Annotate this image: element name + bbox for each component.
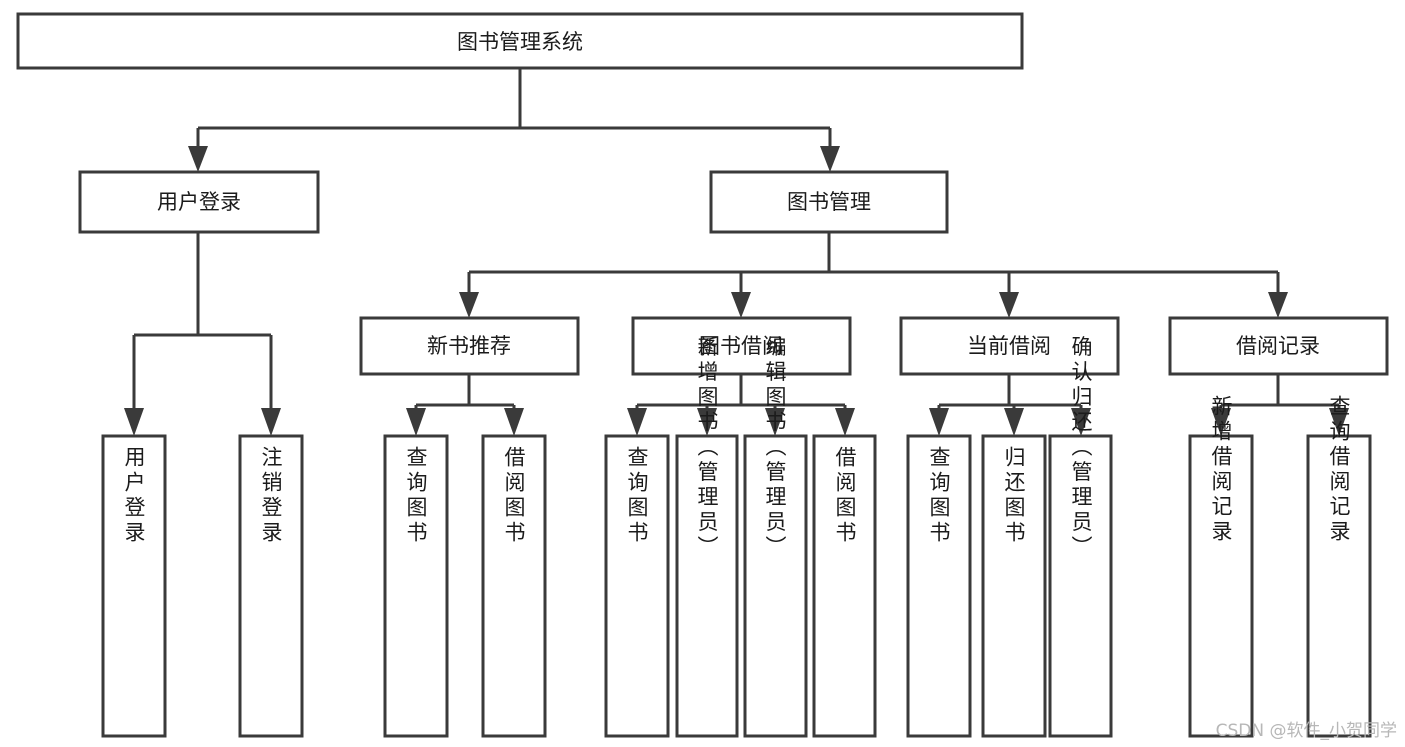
node-leaf-label: 新增图书（管理员） xyxy=(695,336,719,561)
arrowheads-layer xyxy=(124,146,1349,436)
arrow-icon-to-leaf-8 xyxy=(835,408,855,436)
arrow-icon-to-newbook xyxy=(459,292,479,318)
node-leaf-box[interactable] xyxy=(1188,434,1254,738)
node-borrow-record-box[interactable] xyxy=(1168,316,1389,376)
arrow-icon-to-book-manage xyxy=(820,146,840,172)
node-current-borrow-label: 当前借阅 xyxy=(967,334,1051,358)
node-leaf-add-borrow-record[interactable]: 新增借阅记录 xyxy=(1188,395,1254,738)
node-leaf-box[interactable] xyxy=(604,434,670,738)
node-borrow-record[interactable]: 借阅记录 xyxy=(1168,316,1389,376)
node-leaf-return-book[interactable]: 归还图书 xyxy=(981,434,1047,738)
arrow-icon-to-record xyxy=(1268,292,1288,318)
node-leaf-label: 查询图书 xyxy=(404,446,428,546)
node-leaf-label: 归还图书 xyxy=(1002,446,1026,546)
arrow-icon-to-current xyxy=(999,292,1019,318)
node-book-manage-box[interactable] xyxy=(709,170,949,234)
node-leaf-label: 用户登录 xyxy=(122,446,146,546)
node-user-login-label: 用户登录 xyxy=(157,190,241,214)
node-leaf-box[interactable] xyxy=(481,434,547,738)
node-new-book-recommend[interactable]: 新书推荐 xyxy=(359,316,580,376)
node-leaf-box[interactable] xyxy=(743,434,808,738)
node-leaf-box[interactable] xyxy=(383,434,449,738)
node-book-manage-label: 图书管理 xyxy=(787,190,871,214)
node-leaf-label: 查询图书 xyxy=(625,446,649,546)
node-root[interactable]: 图书管理系统 xyxy=(16,12,1024,70)
arrow-icon-to-leaf-13 xyxy=(1329,408,1349,436)
arrow-icon-to-leaf-5 xyxy=(627,408,647,436)
arrow-icon-to-leaf-1 xyxy=(124,408,144,436)
node-new-book-recommend-box[interactable] xyxy=(359,316,580,376)
node-leaf-query-book-newbook[interactable]: 查询图书 xyxy=(383,434,449,738)
node-current-borrow[interactable]: 当前借阅 xyxy=(899,316,1120,376)
node-leaf-box[interactable] xyxy=(1306,434,1372,738)
node-leaf-box[interactable] xyxy=(981,434,1047,738)
watermark: CSDN @软件_小贺同学 xyxy=(1215,721,1397,741)
node-leaf-label: 编辑图书（管理员） xyxy=(763,336,787,561)
node-leaf-label: 确认归还（管理员） xyxy=(1069,336,1093,561)
node-leaf-box[interactable] xyxy=(1048,434,1113,738)
arrow-icon-to-leaf-9 xyxy=(929,408,949,436)
node-leaf-box[interactable] xyxy=(101,434,167,738)
arrow-icon-to-user-login xyxy=(188,146,208,172)
node-leaf-borrow-book[interactable]: 借阅图书 xyxy=(812,434,877,738)
arrow-icon-to-leaf-4 xyxy=(504,408,524,436)
node-leaf-edit-book-admin[interactable]: 编辑图书（管理员） xyxy=(743,336,808,738)
node-current-borrow-box[interactable] xyxy=(899,316,1120,376)
node-leaf-box[interactable] xyxy=(906,434,972,738)
node-book-borrow[interactable]: 图书借阅 xyxy=(631,316,852,376)
arrow-icon-to-leaf-6 xyxy=(697,408,717,436)
node-leaf-query-borrow-record[interactable]: 查询借阅记录 xyxy=(1306,395,1372,738)
node-new-book-recommend-label: 新书推荐 xyxy=(427,334,511,358)
node-leaf-label: 查询图书 xyxy=(927,446,951,546)
arrow-icon-to-leaf-12 xyxy=(1211,408,1231,436)
node-book-manage[interactable]: 图书管理 xyxy=(709,170,949,234)
node-leaf-query-book-borrow[interactable]: 查询图书 xyxy=(604,434,670,738)
node-leaf-box[interactable] xyxy=(675,434,739,738)
node-user-login-box[interactable] xyxy=(78,170,320,234)
arrow-icon-to-leaf-7 xyxy=(765,408,785,436)
arrow-icon-to-borrow xyxy=(731,292,751,318)
node-book-borrow-box[interactable] xyxy=(631,316,852,376)
node-borrow-record-label: 借阅记录 xyxy=(1236,334,1320,358)
node-leaf-add-book-admin[interactable]: 新增图书（管理员） xyxy=(675,336,739,738)
node-user-login[interactable]: 用户登录 xyxy=(78,170,320,234)
node-root-label: 图书管理系统 xyxy=(457,30,583,54)
node-leaf-label: 借阅图书 xyxy=(502,446,526,546)
node-leaf-label: 注销登录 xyxy=(259,446,283,546)
node-book-borrow-label: 图书借阅 xyxy=(699,334,783,358)
arrow-icon-to-leaf-11 xyxy=(1071,408,1091,436)
node-leaf-label: 借阅图书 xyxy=(833,446,857,546)
arrow-icon-to-leaf-3 xyxy=(406,408,426,436)
node-leaf-label: 查询借阅记录 xyxy=(1327,395,1351,545)
arrow-icon-to-leaf-2 xyxy=(261,408,281,436)
node-leaf-query-book-current[interactable]: 查询图书 xyxy=(906,434,972,738)
node-leaf-label: 新增借阅记录 xyxy=(1209,395,1233,545)
arrow-icon-to-leaf-10 xyxy=(1004,408,1024,436)
node-leaf-box[interactable] xyxy=(812,434,877,738)
node-leaf-user-login[interactable]: 用户登录 xyxy=(101,434,167,738)
node-leaf-logout[interactable]: 注销登录 xyxy=(238,434,304,738)
node-leaf-borrow-book-newbook[interactable]: 借阅图书 xyxy=(481,434,547,738)
node-root-box[interactable] xyxy=(16,12,1024,70)
node-leaf-confirm-return-admin[interactable]: 确认归还（管理员） xyxy=(1048,336,1113,738)
node-leaf-box[interactable] xyxy=(238,434,304,738)
